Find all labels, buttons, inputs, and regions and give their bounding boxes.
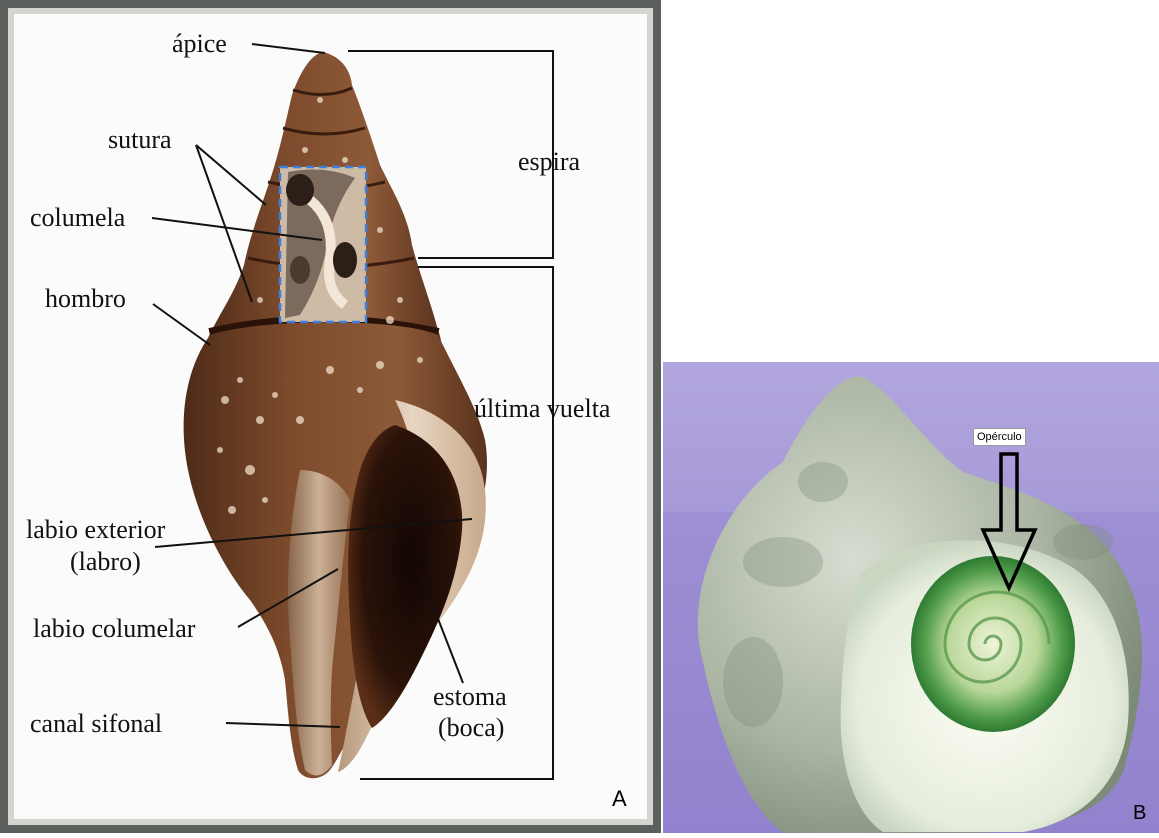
- label-boca: (boca): [438, 714, 504, 741]
- label-hombro: hombro: [45, 285, 126, 312]
- label-columela: columela: [30, 204, 125, 231]
- label-operculo: Opérculo: [973, 428, 1026, 446]
- panel-b: Opérculo B: [663, 362, 1159, 833]
- panel-a: ápice sutura columela hombro labio exter…: [0, 0, 661, 833]
- label-espira: espira: [518, 148, 580, 175]
- panel-a-tag: A: [612, 786, 627, 812]
- label-ultima-vuelta: última vuelta: [474, 395, 610, 422]
- label-estoma: estoma: [433, 683, 507, 710]
- shell-photo: [663, 362, 1159, 833]
- label-canal-sifonal: canal sifonal: [30, 710, 162, 737]
- panel-b-tag: B: [1133, 802, 1146, 825]
- label-labro: (labro): [70, 548, 141, 575]
- label-labio-columelar: labio columelar: [33, 615, 195, 642]
- label-apice: ápice: [172, 30, 227, 57]
- label-sutura: sutura: [108, 126, 172, 153]
- label-labio-exterior: labio exterior: [26, 516, 165, 543]
